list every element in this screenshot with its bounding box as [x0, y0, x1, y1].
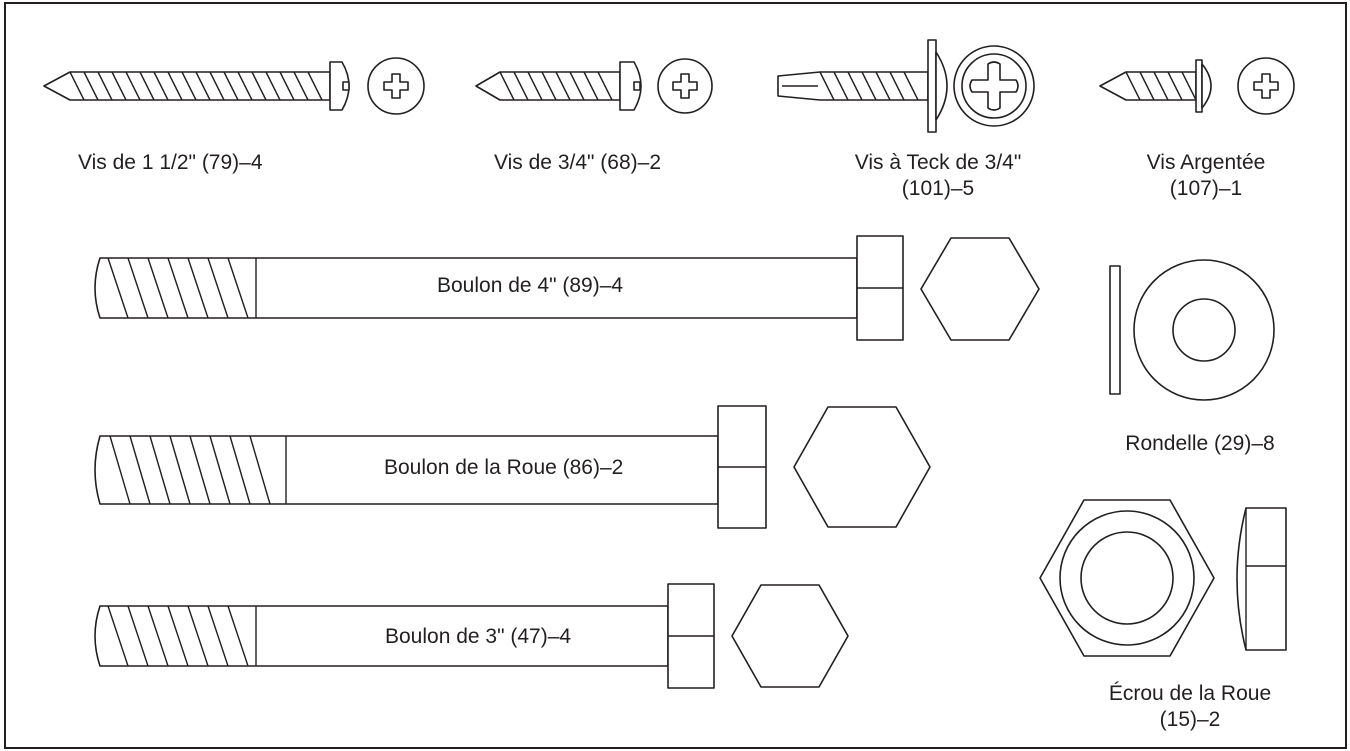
label-bolt-3: Boulon de 3" (47)–4 — [385, 625, 572, 648]
screw-1-1-2-threads — [69, 71, 323, 101]
label-washer: Rondelle (29)–8 — [1125, 432, 1275, 455]
label-screw-3-4: Vis de 3/4" (68)–2 — [494, 151, 662, 174]
label-teck-screw-line1: Vis à Teck de 3/4" — [854, 151, 1022, 174]
teck-screw-drawing — [777, 39, 1035, 133]
label-screw-1-1-2: Vis de 1 1/2" (79)–4 — [78, 151, 263, 174]
silver-screw-drawing — [1099, 57, 1295, 115]
label-silver-screw-line2: (107)–1 — [1169, 177, 1243, 200]
label-wheel-bolt: Boulon de la Roue (86)–2 — [384, 456, 624, 479]
label-bolt-4: Boulon de 4" (89)–4 — [437, 274, 624, 297]
bolt-3-drawing — [94, 583, 849, 689]
screw-3-4-drawing — [475, 58, 713, 114]
phillips-icon — [672, 73, 698, 99]
label-wheel-nut-line1: Écrou de la Roue — [1108, 682, 1272, 705]
screw-1-1-2-drawing — [43, 57, 425, 115]
bolt-4-head-view — [920, 237, 1040, 341]
phillips-icon — [383, 73, 409, 99]
washer-drawing — [1109, 259, 1275, 401]
wheel-nut-side-view — [1236, 507, 1287, 651]
wheel-bolt-head-view — [793, 406, 931, 528]
label-teck-screw-line2: (101)–5 — [901, 177, 975, 200]
label-silver-screw-line1: Vis Argentée — [1146, 151, 1266, 174]
bolt-3-head-view — [731, 584, 849, 688]
wheel-nut-drawing — [1039, 499, 1287, 657]
phillips-icon — [1253, 73, 1279, 99]
wheel-bolt-drawing — [94, 405, 931, 529]
phillips-icon — [969, 61, 1019, 111]
bolt-4-drawing — [94, 235, 1040, 341]
label-wheel-nut-line2: (15)–2 — [1159, 708, 1221, 731]
